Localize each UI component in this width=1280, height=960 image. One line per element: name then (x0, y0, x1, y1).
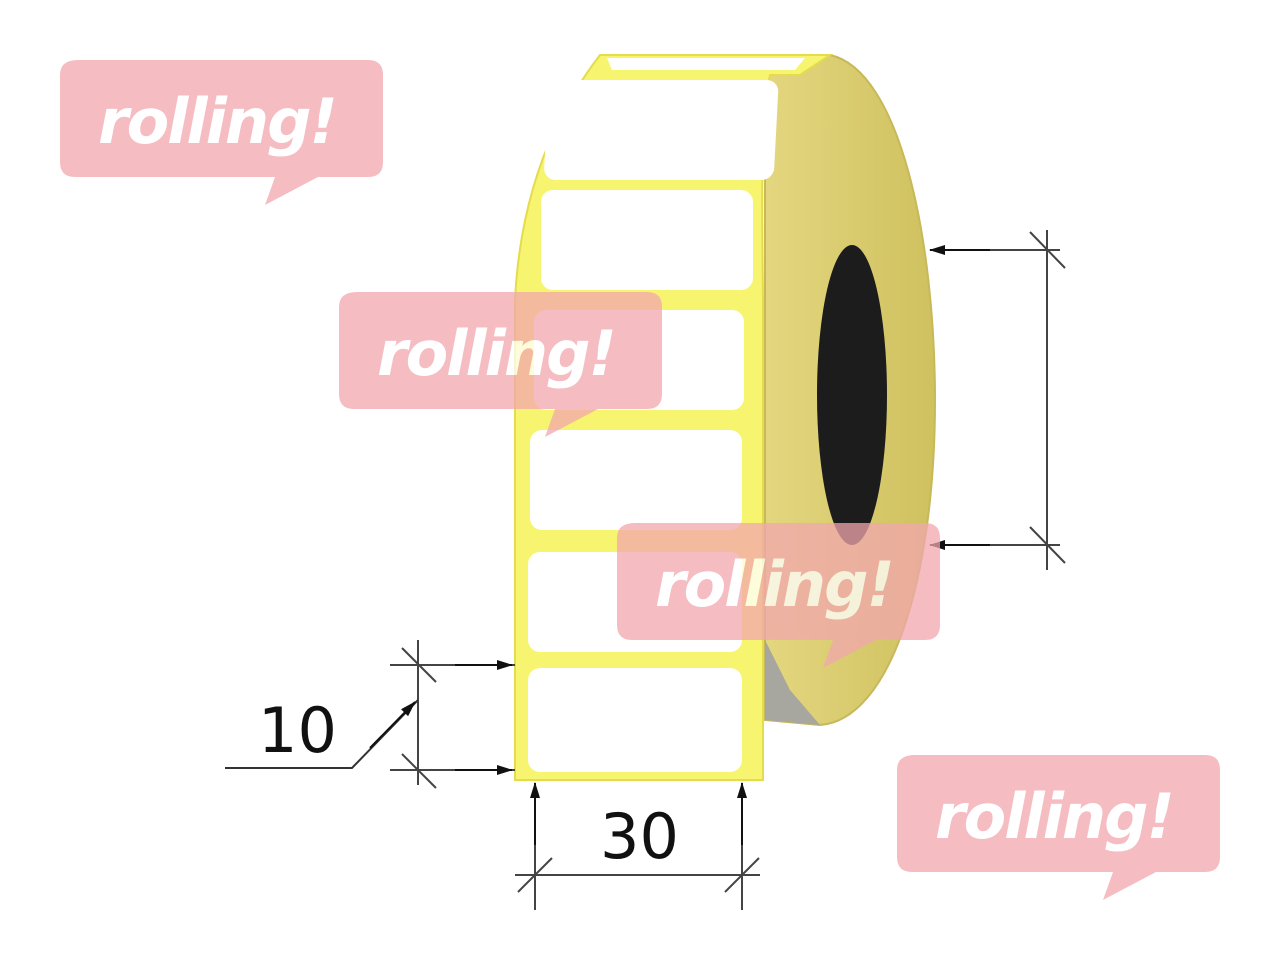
watermark-text: rolling! (377, 317, 615, 390)
height-dimension (225, 640, 515, 789)
roll-core (817, 245, 887, 545)
watermark-text: rolling! (655, 548, 893, 621)
watermark-1: rolling! (60, 60, 383, 205)
watermark-4: rolling! (897, 755, 1220, 900)
core-diameter-dimension (929, 230, 1066, 570)
label-3 (541, 190, 753, 290)
watermark-text: rolling! (935, 780, 1173, 853)
label-5 (530, 430, 742, 530)
width-value: 30 (600, 800, 679, 873)
height-value: 10 (258, 694, 337, 767)
watermark-2: rolling! (339, 292, 662, 437)
width-dimension (515, 782, 760, 910)
label-1 (607, 58, 805, 70)
label-2 (544, 80, 779, 180)
watermark-text: rolling! (98, 85, 336, 158)
label-7 (528, 668, 742, 772)
watermark-3: rolling! (617, 523, 940, 668)
